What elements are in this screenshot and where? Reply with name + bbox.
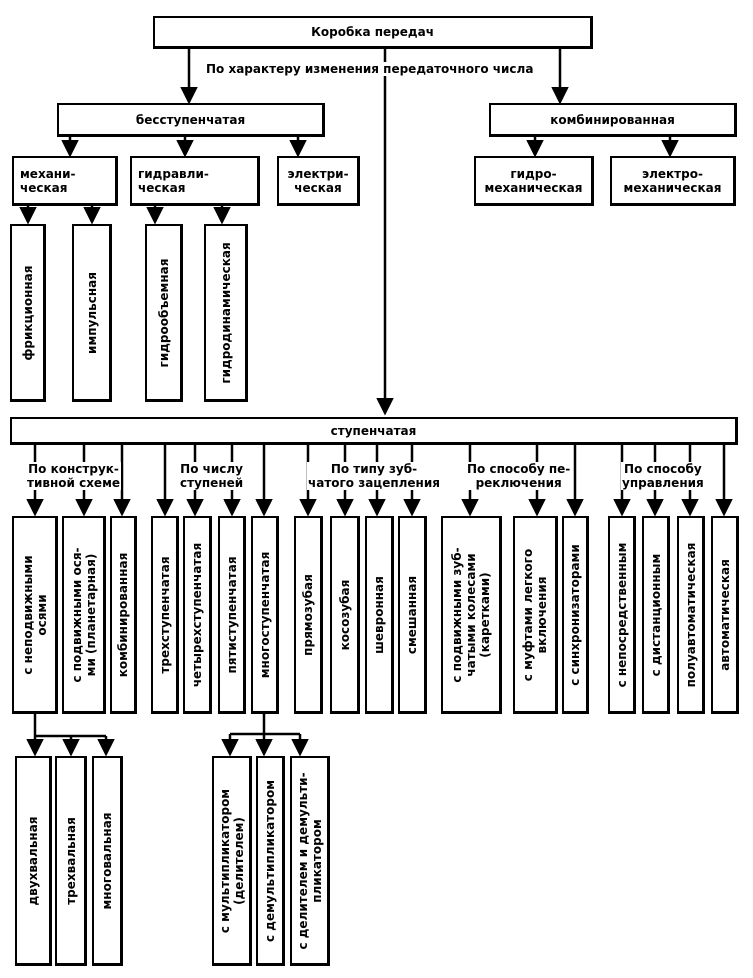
leaf-four-step-label: четырехступенчатая [190,542,204,687]
hydrostatic-label: гидрообъемная [156,258,171,367]
shaft-three-label: трехвальная [63,816,78,905]
leaf-remote: с дистанционным [642,516,670,714]
hydraulic-box: гидравли- ческая [130,156,260,206]
leaf-five-step: пятиступенчатая [218,516,246,714]
leaf-four-step: четырехступенчатая [183,516,212,714]
leaf-five-step-label: пятиступенчатая [224,555,239,674]
hydromechanical-label: гидро- механическая [484,166,583,195]
hydraulic-label: гидравли- ческая [138,166,209,195]
leaf-automatic: автоматическая [711,516,739,714]
leaf-three-step-label: трехступенчатая [157,555,172,674]
leaf-herringbone-label: шевронная [372,575,386,654]
leaf-helical: косозубая [330,516,360,714]
leaf-direct-label: с непосредственным [614,542,629,687]
stepless-label: бесступенчатая [135,112,246,127]
leaf-synchronizers: с синхронизаторами [562,516,589,714]
leaf-fixed-axes-label: с неподвижными осями [20,554,49,675]
gearbox-root-label: Коробка передач [311,25,434,39]
electric-box: электри- ческая [277,156,360,206]
criterion-shifting: По способу пе- реключения [466,462,572,490]
mult-demultiplier-label: с демультипликатором [263,779,277,942]
leaf-clutches-label: с муфтами легкого включения [521,548,549,681]
criterion-design: По конструк- тивной схеме [26,462,122,490]
leaf-planetary-label: с подвижными ося- ми (планетарная) [69,546,98,683]
leaf-planetary: с подвижными ося- ми (планетарная) [62,516,106,714]
shaft-multi: многовальная [92,756,123,966]
mult-multiplier-label: с мультипликатором (делителем) [217,788,246,933]
leaf-semi-automatic-label: полуавтоматическая [683,542,698,687]
leaf-mixed-label: смешанная [405,575,419,654]
leaf-multi-step: многоступенчатая [251,516,279,714]
leaf-fixed-axes: с неподвижными осями [12,516,58,714]
leaf-mixed: смешанная [398,516,427,714]
leaf-clutches: с муфтами легкого включения [513,516,558,714]
mechanical-label: механи- ческая [20,166,76,195]
impulse-box: импульсная [72,224,112,402]
impulse-label: импульсная [84,271,99,354]
leaf-combined-scheme: комбинированная [110,516,137,714]
hydromechanical-box: гидро- механическая [474,156,594,206]
electromechanical-box: электро- механическая [610,156,736,206]
gearbox-root-box: Коробка передач [153,16,593,49]
leaf-spur: прямозубая [294,516,323,714]
leaf-direct: с непосредственным [608,516,636,714]
friction-label: фрикционная [20,265,35,360]
leaf-sliding-gears-label: с подвижными зуб- чатыми колесами (карет… [450,546,492,683]
shaft-two-label: двухвальная [26,815,40,906]
shaft-two: двухвальная [15,756,52,966]
leaf-three-step: трехступенчатая [151,516,179,714]
leaf-multi-step-label: многоступенчатая [257,551,272,678]
shaft-three: трехвальная [55,756,87,966]
electric-label: электри- ческая [287,166,349,195]
friction-box: фрикционная [10,224,46,402]
stepped-box: ступенчатая [10,417,738,445]
criterion-gearing: По типу зуб- чатого зацепления [307,462,441,490]
mult-both: с делителем и демульти- пликатором [290,756,330,966]
mult-demultiplier: с демультипликатором [256,756,285,966]
leaf-combined-scheme-label: комбинированная [116,552,130,677]
leaf-semi-automatic: полуавтоматическая [677,516,705,714]
mechanical-box: механи- ческая [12,156,118,206]
leaf-spur-label: прямозубая [301,573,315,656]
stepless-box: бесступенчатая [57,103,325,137]
hydrostatic-box: гидрообъемная [145,224,183,402]
leaf-synchronizers-label: с синхронизаторами [568,543,582,686]
criterion-steps: По числу ступеней [179,462,245,490]
hydrodynamic-box: гидродинамическая [204,224,248,402]
leaf-remote-label: с дистанционным [648,553,663,676]
hydrodynamic-label: гидродинамическая [218,241,233,384]
shaft-multi-label: многовальная [100,811,114,910]
leaf-sliding-gears: с подвижными зуб- чатыми колесами (карет… [441,516,502,714]
leaf-helical-label: косозубая [337,579,352,650]
electromechanical-label: электро- механическая [623,166,722,195]
stepped-label: ступенчатая [330,423,417,438]
mult-both-label: с делителем и демульти- пликатором [295,771,324,950]
criterion-control: По способу управления [621,462,705,490]
leaf-automatic-label: автоматическая [717,558,732,671]
leaf-herringbone: шевронная [365,516,394,714]
combined-label: комбинированная [550,112,675,127]
combined-box: комбинированная [489,103,737,137]
criterion-ratio-change: По характеру изменения передаточного чис… [205,62,535,76]
mult-multiplier: с мультипликатором (делителем) [212,756,252,966]
